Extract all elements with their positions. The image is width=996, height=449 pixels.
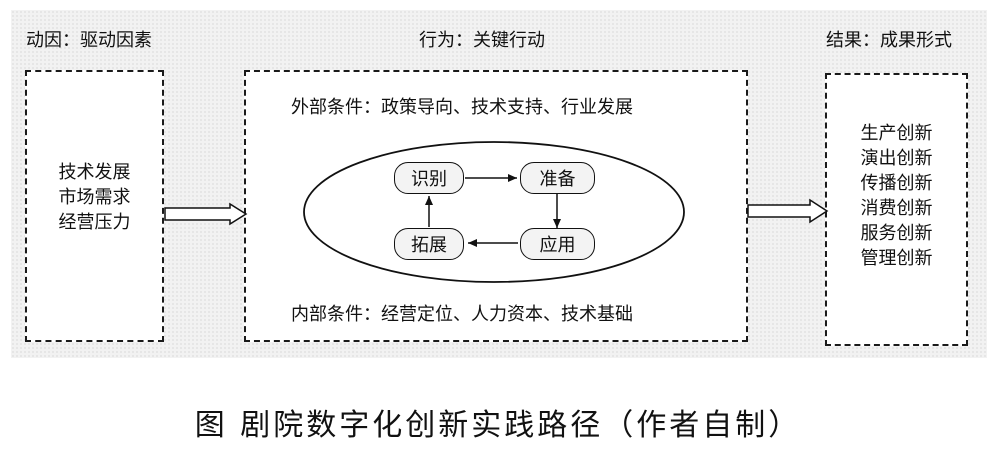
outcomes-list: 生产创新 演出创新 传播创新 消费创新 服务创新 管理创新 (827, 121, 966, 271)
outcome-item: 演出创新 (860, 148, 933, 169)
figure-caption: 图 剧院数字化创新实践路径（作者自制） (194, 408, 802, 443)
node-expand: 拓展 (394, 228, 464, 260)
driver-item: 市场需求 (58, 187, 131, 208)
header-actions: 行为：关键行动 (419, 30, 545, 51)
drivers-list: 技术发展 市场需求 经营压力 (27, 160, 162, 235)
conditions-ellipse (303, 141, 685, 283)
outcome-item: 管理创新 (860, 248, 933, 269)
internal-conditions-label: 内部条件：经营定位、人力资本、技术基础 (291, 304, 633, 325)
outcome-item: 传播创新 (860, 173, 933, 194)
external-conditions-label: 外部条件：政策导向、技术支持、行业发展 (291, 97, 633, 118)
outcome-item: 服务创新 (860, 223, 933, 244)
header-results: 结果：成果形式 (826, 30, 952, 51)
node-apply: 应用 (520, 228, 595, 260)
node-prepare: 准备 (520, 162, 595, 194)
driver-item: 技术发展 (58, 162, 131, 183)
driver-item: 经营压力 (58, 212, 131, 233)
header-drivers: 动因：驱动因素 (26, 30, 152, 51)
actions-to-outcomes-arrow (747, 198, 829, 224)
outcome-item: 消费创新 (860, 198, 933, 219)
outcome-item: 生产创新 (860, 123, 933, 144)
drivers-box: 技术发展 市场需求 经营压力 (25, 70, 164, 342)
node-identify: 识别 (394, 162, 464, 194)
drivers-to-actions-arrow (164, 202, 248, 226)
